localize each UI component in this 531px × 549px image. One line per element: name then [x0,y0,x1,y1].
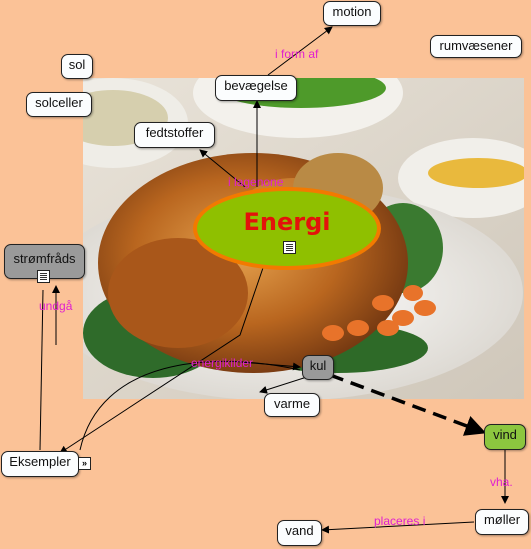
node-eksempler[interactable]: Eksempler [1,451,79,477]
node-sol[interactable]: sol [61,54,93,79]
node-motion[interactable]: motion [323,1,381,26]
link-label-energikilder: energikilder [191,356,254,370]
node-vind[interactable]: vind [484,424,526,450]
node-varme[interactable]: varme [264,393,320,417]
node-bevaegelse[interactable]: bevægelse [215,75,297,101]
link-label-undga: undgå [39,299,73,313]
link-label-i-form-af: i form af [275,47,319,61]
node-rumvaesener[interactable]: rumvæsener [430,35,522,58]
node-solceller[interactable]: solceller [26,92,92,117]
expand-icon[interactable]: » [78,457,91,470]
node-stromfrads-label: strømfråds [13,251,76,266]
link-label-placeres-i: placeres i [374,514,426,528]
document-icon[interactable] [283,241,296,254]
link-label-i-lagenone: i lagenone [228,175,284,189]
node-moller[interactable]: møller [475,509,529,535]
link-label-vha: vha. [490,475,513,489]
document-icon[interactable] [37,270,50,283]
node-vand[interactable]: vand [277,520,322,546]
node-kul[interactable]: kul [302,355,334,380]
center-node-energi[interactable]: Energi [193,187,381,270]
node-fedtstoffer[interactable]: fedtstoffer [134,122,215,148]
center-node-label: Energi [243,208,331,236]
